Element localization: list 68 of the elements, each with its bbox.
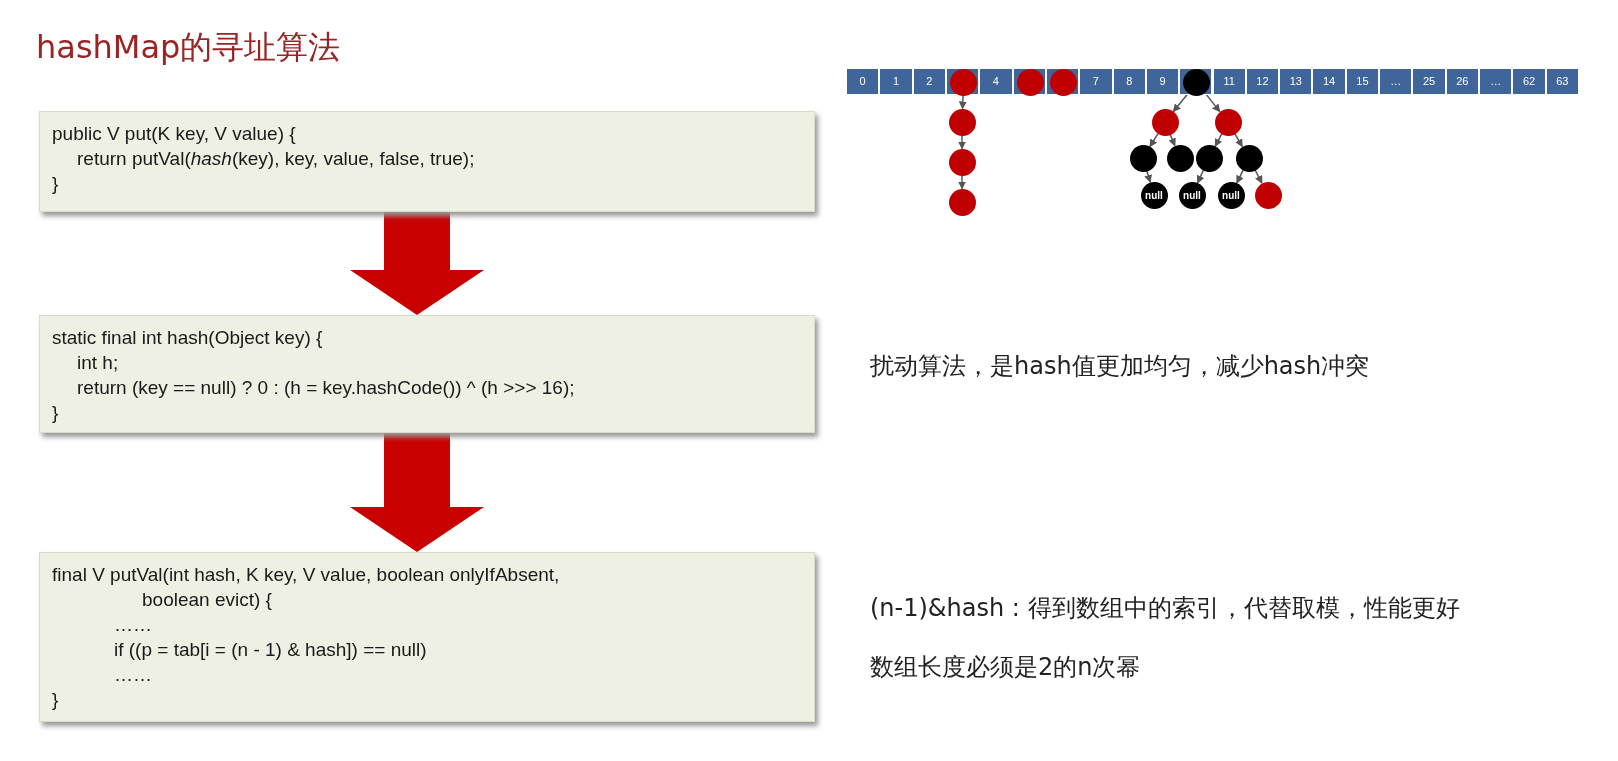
array-cell: 4 [979, 68, 1013, 95]
node-circle [950, 69, 978, 96]
arrow [1254, 169, 1263, 184]
block-arrow [350, 212, 484, 315]
node-circle [1254, 181, 1282, 209]
code-line: if ((p = tab[i = (n - 1) & hash]) == null) [114, 638, 427, 662]
code-panel [39, 111, 815, 212]
code-line: …… [114, 663, 152, 687]
node-circle [948, 148, 976, 176]
array-cell: 13 [1279, 68, 1313, 95]
arrow [1236, 169, 1244, 184]
node-circle: null [1217, 181, 1245, 209]
arrow [1149, 132, 1159, 148]
block-arrow [350, 433, 484, 552]
code-line: final V putVal(int hash, K key, V value, boolean onlyIfAbsent, [52, 563, 560, 587]
code-line: public V put(K key, V value) { [52, 122, 296, 146]
node-circle [1151, 108, 1179, 136]
node-circle [1195, 144, 1223, 172]
array-cell: 26 [1445, 68, 1480, 95]
array-cell: 0 [846, 68, 880, 95]
node-circle [1235, 144, 1263, 172]
array-cell: … [1379, 68, 1413, 95]
array-cell: … [1479, 68, 1513, 95]
array-cell: 2 [912, 68, 946, 95]
slide-title: hashMap的寻址算法 [36, 27, 341, 68]
node-circle [1129, 144, 1157, 172]
arrow [1234, 132, 1243, 148]
node-circle [948, 188, 976, 216]
arrow [958, 174, 966, 190]
node-circle [1166, 144, 1194, 172]
array-cell: 1 [879, 68, 913, 95]
array-cell: 8 [1112, 68, 1146, 95]
code-line: return (key == null) ? 0 : (h = key.hashCode()) ^ (h >>> 16); [77, 376, 575, 400]
code-panel [39, 552, 815, 722]
array-cell: 7 [1079, 68, 1113, 95]
array-cell: 62 [1512, 68, 1546, 95]
code-line: …… [114, 613, 152, 637]
code-line: } [52, 688, 59, 712]
array-cell: 63 [1545, 68, 1579, 95]
code-line: return putVal(hash(key), key, value, false, true); [77, 147, 475, 171]
code-line: int h; [77, 351, 119, 375]
note-text: (n-1)&hash : 得到数组中的索引，代替取模，性能更好 [870, 593, 1460, 624]
node-circle: null [1140, 181, 1168, 209]
code-line: static final int hash(Object key) { [52, 326, 323, 350]
array-cell: 11 [1212, 68, 1246, 95]
code-line: } [52, 172, 59, 196]
node-circle: null [1178, 181, 1206, 209]
node-circle [948, 108, 976, 136]
node-circle [1050, 69, 1078, 96]
array-cell [1045, 68, 1080, 95]
arrow [1168, 133, 1176, 147]
arrow [1214, 133, 1223, 147]
array-cell [945, 68, 980, 95]
node-circle [1214, 108, 1242, 136]
code-line: boolean evict) { [142, 588, 272, 612]
arrow [1196, 169, 1205, 184]
array-cell: 15 [1345, 68, 1380, 95]
array-cell: 25 [1412, 68, 1446, 95]
array-cell: 14 [1312, 68, 1346, 95]
arrow [1144, 170, 1152, 183]
array-cell: 12 [1245, 68, 1280, 95]
code-panel [39, 315, 815, 433]
array-cell: 9 [1145, 68, 1180, 95]
arrow [958, 134, 966, 150]
note-text: 扰动算法，是hash值更加均匀，减少hash冲突 [870, 351, 1370, 382]
arrow [958, 95, 967, 110]
code-line: } [52, 401, 59, 425]
note-text: 数组长度必须是2的n次幂 [870, 652, 1141, 683]
